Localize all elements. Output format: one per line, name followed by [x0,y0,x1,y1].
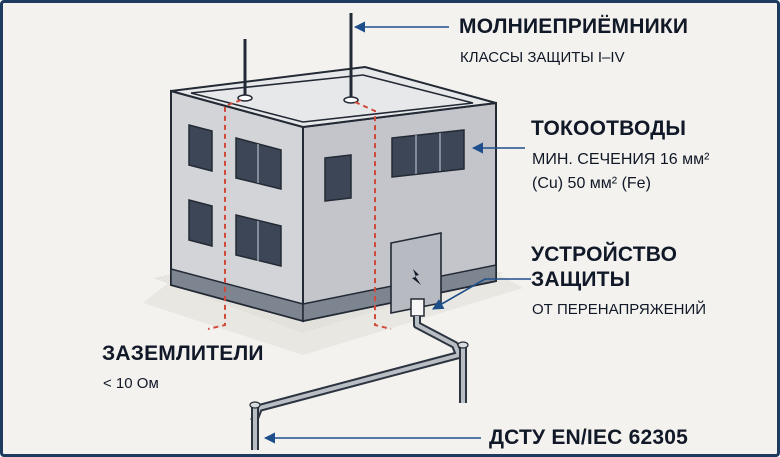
down-conductor [207,99,242,330]
standard-title: ДСТУ EN/IEC 62305 [489,426,688,449]
arrow-surge-device [432,278,531,310]
window [324,154,352,202]
down-conductor [354,101,392,330]
callout-arrows [263,21,531,444]
surge-device-title-line2: ЗАЩИТЫ [531,268,631,291]
earth-electrode-cap [457,341,469,349]
earthing-title: ЗАЗЕМЛИТЕЛИ [102,342,264,365]
window [391,129,465,178]
earthing-subtitle: < 10 Ом [103,375,159,392]
windows-left-wall [188,124,282,267]
down-conductors [207,99,392,330]
down-conductors-line1: МИН. СЕЧЕНИЯ 16 мм² [532,151,710,168]
lightning-protection-scene [143,13,531,450]
window [188,199,213,247]
surge-device-title-line1: УСТРОЙСТВО [531,243,678,266]
air-terminal-base [237,94,253,102]
windows-right-wall [324,129,465,202]
down-conductors-title: ТОКООТВОДЫ [531,117,687,140]
air-terminals-subtitle: КЛАССЫ ЗАЩИТЫ I–IV [460,49,625,66]
window [188,124,213,172]
earth-electrode-cap [249,401,261,409]
surge-device-subtitle: ОТ ПЕРЕНАПРЯЖЕНИЙ [532,301,707,318]
air-terminals [237,13,359,104]
roof-parapet-inner [190,74,474,123]
air-terminals-title: МОЛНИЕПРИЁМНИКИ [459,15,689,38]
air-terminal-base [343,96,359,104]
building-roof [170,65,497,129]
surge-device-box [410,298,425,317]
down-conductors-line2: (Cu) 50 мм² (Fe) [532,175,651,192]
